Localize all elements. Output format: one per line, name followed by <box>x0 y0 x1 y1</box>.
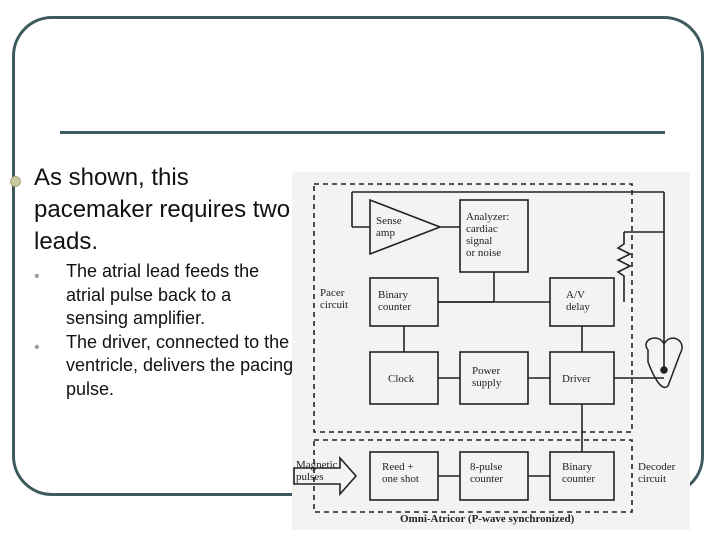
clock-label: Clock <box>388 373 415 385</box>
reed-label: Reed +one shot <box>382 461 419 485</box>
decoder-dashed-outline <box>313 439 633 513</box>
bullet-icon <box>10 176 21 187</box>
sub-bullet-item: • The driver, connected to the ventricle… <box>34 331 294 402</box>
diagram-caption: Omni-Atricor (P-wave synchronized) <box>400 513 575 525</box>
sub-bullet-text: The driver, connected to the ventricle, … <box>66 331 294 399</box>
main-bullet-text: As shown, this pacemaker requires two le… <box>34 164 291 255</box>
heart-icon <box>645 337 683 389</box>
sub-bullet-item: • The atrial lead feeds the atrial pulse… <box>34 260 294 331</box>
sub-bullet-list: • The atrial lead feeds the atrial pulse… <box>34 260 294 401</box>
driver-label: Driver <box>562 373 591 385</box>
sub-bullet-text: The atrial lead feeds the atrial pulse b… <box>66 261 260 328</box>
resistor-symbol <box>616 232 632 290</box>
sub-bullet-icon: • <box>34 268 40 285</box>
sub-bullet-icon: • <box>34 338 40 356</box>
title-divider <box>60 131 665 134</box>
magnetic-arrow <box>293 455 358 497</box>
pacer-dashed-outline <box>313 183 633 433</box>
